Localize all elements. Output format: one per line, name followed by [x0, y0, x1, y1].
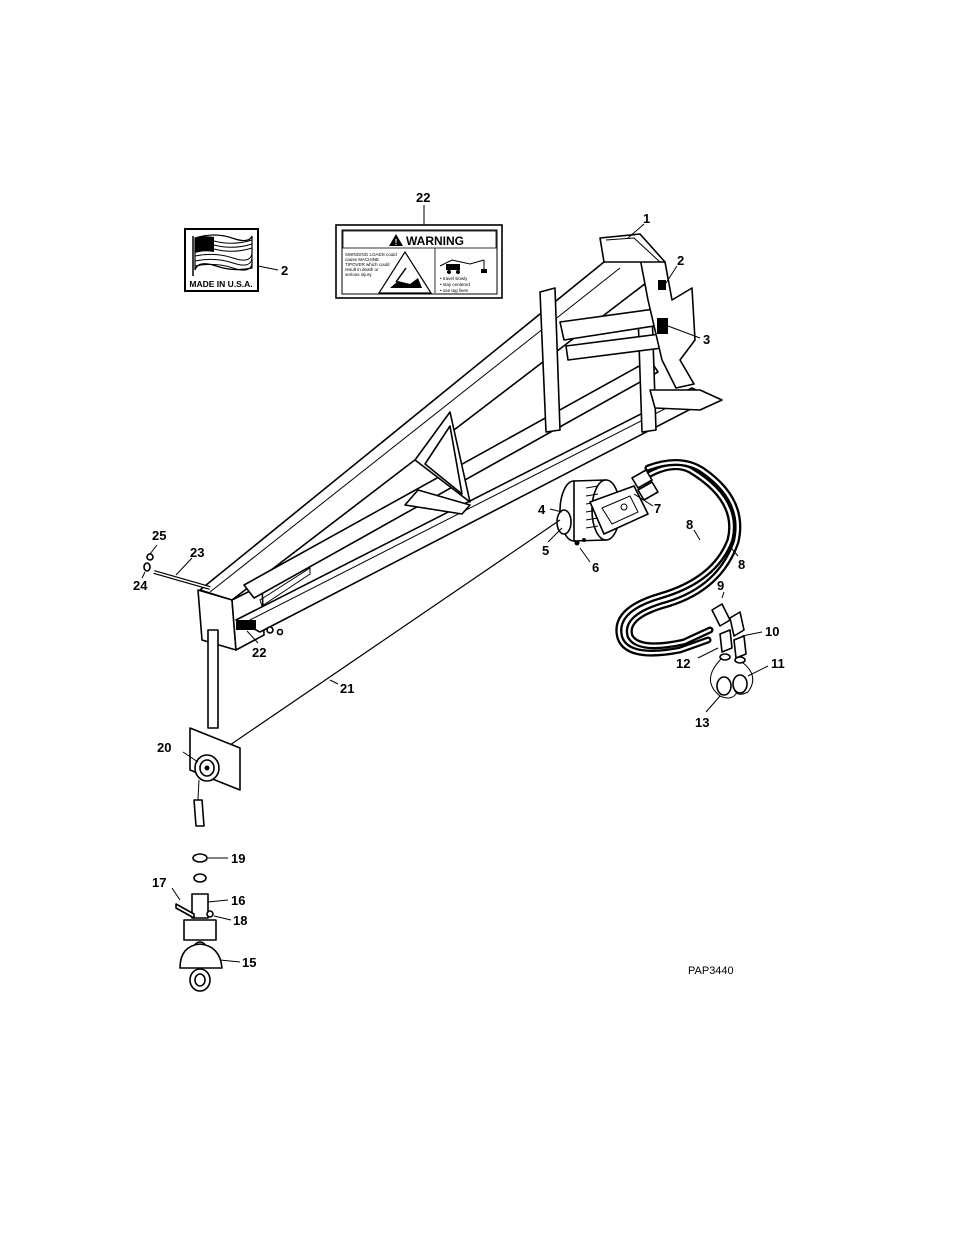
- callout-16: 16: [231, 893, 245, 908]
- callout-12: 12: [676, 656, 690, 671]
- drawing-number: PAP3440: [688, 965, 734, 977]
- callout-8b: 8: [738, 557, 745, 572]
- callout-5: 5: [542, 543, 549, 558]
- winch-assembly: [557, 480, 648, 546]
- hose-fittings: [710, 604, 752, 698]
- callout-24: 24: [133, 578, 148, 593]
- decal-spot: [657, 318, 668, 334]
- callout-15: 15: [242, 955, 256, 970]
- callout-20: 20: [157, 740, 171, 755]
- callout-11: 11: [771, 656, 785, 671]
- warning-title: WARNING: [406, 234, 464, 248]
- warning-decal: ! WARNING SWINGING LOADS could cause MAC…: [336, 225, 502, 298]
- callout-25: 25: [152, 528, 166, 543]
- made-in-label: MADE IN U.S.A.: [189, 279, 252, 289]
- warning-text-line: • use tag lines: [440, 288, 469, 293]
- hook-assembly: [176, 854, 222, 991]
- svg-text:!: !: [395, 238, 398, 247]
- callout-13: 13: [695, 715, 709, 730]
- callout-6: 6: [592, 560, 599, 575]
- callout-22b: 22: [252, 645, 266, 660]
- callout-2b: 2: [677, 253, 684, 268]
- callout-9: 9: [717, 578, 724, 593]
- callout-3: 3: [703, 332, 710, 347]
- callout-22a: 22: [416, 190, 430, 205]
- callout-10: 10: [765, 624, 779, 639]
- warning-text-line: • travel slowly: [440, 276, 468, 281]
- warning-decal-spot: [236, 620, 256, 630]
- warning-text-line: • stay centered: [440, 282, 470, 287]
- flag-decal-spot: [658, 280, 666, 290]
- callout-2a: 2: [281, 263, 288, 278]
- callout-18: 18: [233, 913, 247, 928]
- warning-text-line: serious injury.: [345, 272, 372, 277]
- callout-21: 21: [340, 681, 354, 696]
- callout-1: 1: [643, 211, 650, 226]
- callout-19: 19: [231, 851, 245, 866]
- sheave-assembly: [190, 630, 240, 826]
- callout-17: 17: [152, 875, 166, 890]
- callout-4: 4: [538, 502, 546, 517]
- made-in-usa-decal: MADE IN U.S.A.: [185, 229, 258, 291]
- callout-8a: 8: [686, 517, 693, 532]
- callout-7: 7: [654, 501, 661, 516]
- callout-23: 23: [190, 545, 204, 560]
